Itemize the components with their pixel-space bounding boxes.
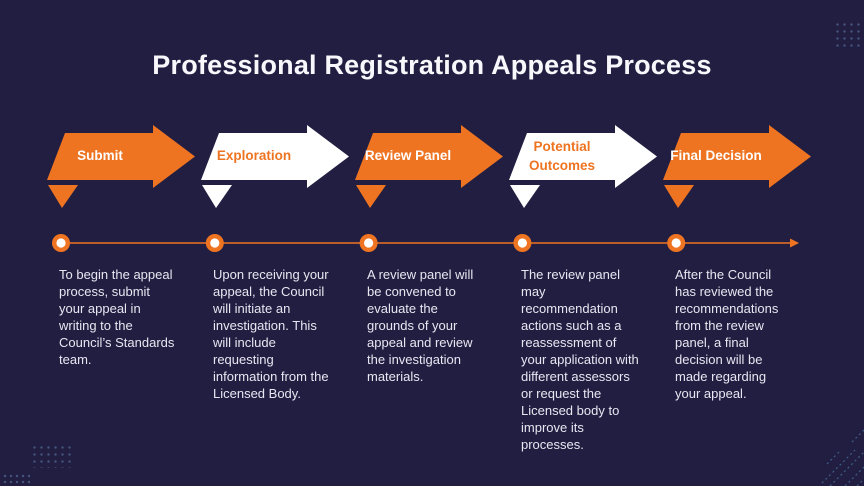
- arrow-label: Exploration: [216, 148, 292, 164]
- timeline: [52, 234, 799, 252]
- diagonal-lines-decor: [821, 429, 864, 486]
- arrow-label: Final Decision: [670, 148, 762, 164]
- step-description: Upon receiving your appeal, the Council …: [213, 267, 329, 401]
- step-arrow: Exploration: [201, 125, 351, 210]
- process-steps: Submit To begin the appeal process, subm…: [47, 125, 812, 453]
- timeline-dot: [667, 234, 686, 252]
- step-arrow: Potential Outcomes: [509, 125, 659, 210]
- timeline-dot: [52, 234, 70, 252]
- dot-grid-bottom-left-corner: [2, 473, 30, 485]
- arrow-shape-icon: [663, 125, 811, 208]
- arrow-shape-icon: [201, 125, 349, 208]
- step-description: After the Council has reviewed the recom…: [675, 267, 779, 401]
- arrow-shape-icon: [47, 125, 195, 208]
- step-description: The review panel may recommendation acti…: [521, 267, 639, 452]
- step-column-review-panel: Review Panel A review panel will be conv…: [355, 125, 505, 453]
- step-description: A review panel will be convened to evalu…: [367, 267, 474, 384]
- timeline-dot: [513, 234, 532, 252]
- step-arrow: Submit: [47, 125, 197, 210]
- step-arrow: Review Panel: [355, 125, 505, 210]
- step-column-potential-outcomes: Potential Outcomes The review panel may …: [509, 125, 659, 453]
- arrow-shape-icon: [509, 125, 657, 208]
- arrow-label: Review Panel: [364, 148, 452, 164]
- timeline-dot: [359, 234, 378, 252]
- dot-grid-top-right: [834, 21, 861, 47]
- timeline-dot: [205, 234, 224, 252]
- step-column-exploration: Exploration Upon receiving your appeal, …: [201, 125, 351, 453]
- dot-grid-bottom-left: [31, 444, 74, 468]
- step-description: To begin the appeal process, submit your…: [59, 267, 175, 367]
- arrow-shape-icon: [355, 125, 503, 208]
- step-arrow: Final Decision: [663, 125, 813, 210]
- arrow-label: Submit: [77, 148, 123, 164]
- step-column-submit: Submit To begin the appeal process, subm…: [47, 125, 197, 453]
- arrow-label: Potential Outcomes: [528, 138, 596, 173]
- step-column-final-decision: Final Decision After the Council has rev…: [663, 125, 813, 453]
- page-title: Professional Registration Appeals Proces…: [152, 50, 712, 80]
- timeline-end-arrow-icon: [790, 238, 799, 248]
